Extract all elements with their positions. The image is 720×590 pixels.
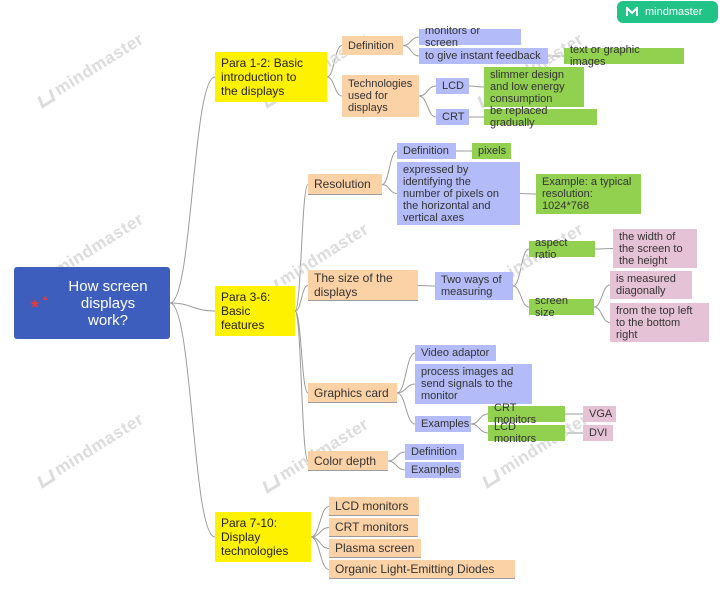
node-monitors-or-screen[interactable]: monitors or screen	[419, 25, 521, 49]
connector-line	[387, 460, 406, 471]
star-icon: ★	[29, 296, 41, 311]
node-screen-size[interactable]: screen size	[529, 295, 594, 319]
node-crt-monitors[interactable]: CRT monitors	[488, 402, 565, 426]
node-instant-feedback[interactable]: to give instant feedback	[419, 48, 548, 64]
connector-line	[512, 248, 530, 287]
node-video-adaptor[interactable]: Video adaptor	[415, 345, 496, 361]
connector-line	[396, 383, 416, 394]
connector-line	[468, 85, 485, 88]
node-vga[interactable]: VGA	[583, 406, 616, 422]
connector-line	[381, 150, 398, 185]
connector-line	[418, 85, 437, 97]
connector-line	[594, 248, 614, 250]
mindmaster-logo-icon	[626, 7, 638, 16]
badge-label: mindmaster	[645, 6, 703, 18]
connector-line	[326, 45, 343, 78]
node-aspect-ratio[interactable]: aspect ratio	[529, 237, 595, 261]
node-lcd-monitors-tech[interactable]: LCD monitors	[329, 497, 419, 516]
connector-line	[417, 285, 436, 287]
connector-line	[310, 506, 330, 538]
node-example-resolution[interactable]: Example: a typical resolution: 1024*768	[536, 174, 641, 214]
connector-line	[169, 302, 216, 538]
connector-line	[418, 95, 437, 118]
connector-line	[381, 184, 398, 194]
node-crt[interactable]: CRT	[436, 109, 469, 125]
connector-line	[402, 45, 420, 57]
connector-line	[294, 310, 309, 462]
node-crt-detail[interactable]: be replaced gradually	[484, 105, 597, 129]
flag-icon: ▲	[41, 293, 49, 302]
subtopic-color-depth[interactable]: Color depth	[308, 451, 388, 471]
root-topic[interactable]: How screen displays work?	[14, 267, 170, 339]
connector-line	[593, 306, 611, 323]
node-top-left-to-bottom-right[interactable]: from the top left to the bottom right	[610, 303, 709, 342]
node-resolution-definition[interactable]: Definition	[397, 143, 456, 159]
connector-line	[294, 310, 309, 394]
connector-line	[396, 392, 416, 425]
node-lcd[interactable]: LCD	[436, 78, 469, 94]
connector-line	[294, 184, 309, 312]
connector-line	[396, 352, 416, 394]
connector-line	[294, 285, 309, 312]
subtopic-definition[interactable]: Definition	[342, 36, 403, 55]
connector-line	[169, 302, 216, 312]
node-pixels[interactable]: pixels	[472, 143, 511, 159]
topic-para-1-2[interactable]: Para 1-2: Basic introduction to the disp…	[215, 52, 327, 102]
connector-line	[310, 527, 330, 538]
node-dvi[interactable]: DVI	[583, 425, 613, 441]
connector-line	[470, 423, 489, 434]
connector-line	[402, 36, 420, 46]
subtopic-size-of-displays[interactable]: The size of the displays	[308, 270, 418, 301]
subtopic-graphics-card[interactable]: Graphics card	[308, 383, 397, 403]
connector-line	[169, 76, 216, 304]
connector-line	[470, 413, 489, 425]
root-topic-label: How screen displays work?	[68, 277, 148, 329]
node-graphics-examples[interactable]: Examples	[415, 416, 471, 432]
node-plasma-screen[interactable]: Plasma screen	[329, 539, 421, 558]
node-aspect-ratio-detail[interactable]: the width of the screen to the height	[613, 229, 697, 268]
connector-line	[512, 285, 530, 308]
connector-line	[310, 536, 330, 570]
node-expressed-by[interactable]: expressed by identifying the number of p…	[397, 162, 520, 225]
node-color-definition[interactable]: Definition	[405, 444, 464, 460]
node-lcd-detail[interactable]: slimmer design and low energy consumptio…	[484, 67, 584, 107]
subtopic-technologies[interactable]: Technologies used for displays	[342, 75, 419, 117]
node-crt-monitors-tech[interactable]: CRT monitors	[329, 518, 418, 537]
topic-para-7-10[interactable]: Para 7-10: Display technologies	[215, 512, 311, 562]
node-text-or-graphic[interactable]: text or graphic images	[564, 44, 684, 68]
node-two-ways-of-measuring[interactable]: Two ways of measuring	[435, 272, 513, 300]
topic-para-3-6[interactable]: Para 3-6: Basic features	[215, 286, 295, 336]
mindmaster-badge[interactable]: mindmaster	[617, 1, 718, 23]
connector-line	[519, 193, 537, 195]
subtopic-resolution[interactable]: Resolution	[308, 174, 382, 195]
connector-line	[387, 451, 406, 462]
connector-line	[326, 76, 343, 97]
node-process-images[interactable]: process images ad send signals to the mo…	[415, 364, 532, 404]
connector-line	[593, 284, 611, 308]
node-color-examples[interactable]: Examples	[405, 462, 461, 478]
node-lcd-monitors[interactable]: LCD monitors	[488, 421, 565, 445]
node-measured-diagonally[interactable]: is measured diagonally	[610, 271, 692, 299]
node-oled[interactable]: Organic Light-Emitting Diodes	[329, 560, 515, 579]
